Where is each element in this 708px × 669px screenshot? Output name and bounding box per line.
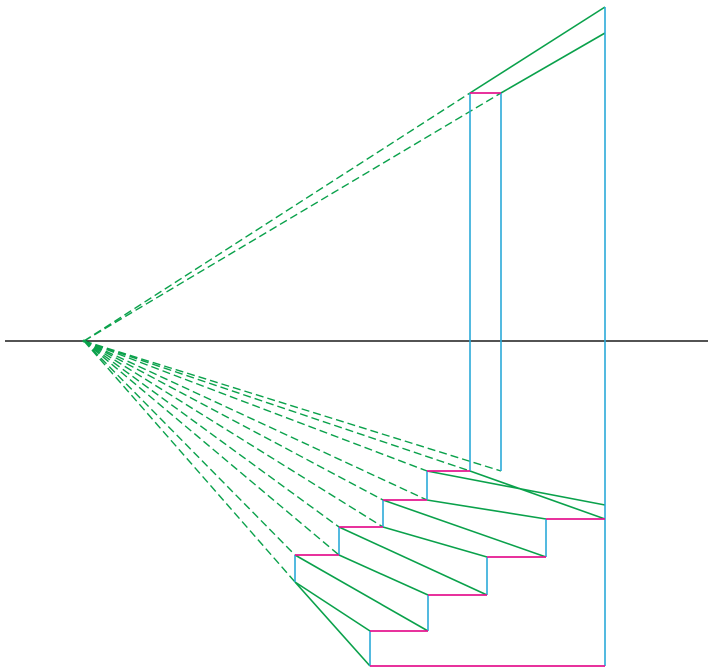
- step-1-tread-front-edge: [469, 470, 606, 520]
- step-4-tread-edge: [294, 554, 429, 632]
- stair-bottom-edge: [294, 581, 371, 667]
- construction-line-lower-7: [83, 340, 340, 528]
- vertical-edges: [294, 7, 606, 666]
- construction-lines: [83, 92, 502, 583]
- step-4-riser-edge: [294, 581, 371, 632]
- construction-line-lower-10: [83, 340, 296, 583]
- wall-inner-top-edge: [500, 32, 606, 94]
- step-3-riser-edge: [338, 554, 429, 596]
- construction-line-lower-5: [83, 340, 384, 501]
- construction-line-lower-9: [83, 340, 296, 556]
- construction-line-lower-4: [83, 340, 428, 501]
- construction-line-lower-8: [83, 340, 340, 556]
- receding-edges: [294, 6, 606, 667]
- step-3-tread-edge: [338, 526, 488, 596]
- construction-line-upper-2: [83, 92, 502, 342]
- step-2-riser-edge: [382, 526, 488, 558]
- step-1-riser-edge: [426, 499, 547, 520]
- construction-line-lower-1: [83, 340, 471, 472]
- wall-top-edge: [469, 6, 606, 94]
- construction-line-lower-3: [83, 340, 428, 472]
- construction-line-upper-1: [83, 92, 471, 342]
- construction-line-lower-6: [83, 340, 384, 528]
- construction-line-lower-2: [83, 340, 502, 472]
- horizontal-edges: [295, 92, 605, 667]
- step-2-tread-edge: [382, 499, 547, 558]
